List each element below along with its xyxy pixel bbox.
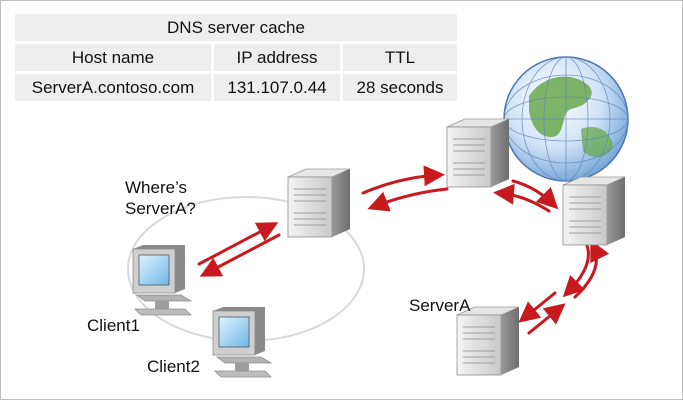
cache-table-title: DNS server cache	[15, 14, 457, 41]
client2-label: Client2	[147, 357, 200, 376]
cell-ip-address: 131.107.0.44	[211, 74, 340, 101]
internet-globe-icon	[503, 56, 629, 182]
servera-label: ServerA	[409, 296, 471, 315]
header-ttl: TTL	[340, 44, 457, 71]
arrow-root-to-forwarder	[493, 183, 551, 213]
arrow-dns-to-client	[199, 233, 281, 277]
arrow-dns-to-forwarder	[361, 165, 445, 195]
header-ip-address: IP address	[211, 44, 340, 71]
internet-server-icon	[562, 176, 626, 246]
servera-server-icon	[456, 306, 520, 376]
client1-computer-icon	[132, 245, 193, 316]
dns-server-icon	[287, 168, 351, 238]
arrow-forwarder-to-root	[511, 179, 559, 210]
cell-host-name: ServerA.contoso.com	[15, 74, 211, 101]
arrow-from-servera	[527, 303, 566, 335]
arrow-servera-to-root	[573, 239, 610, 299]
dns-cache-table: DNS server cache Host name IP address TT…	[15, 11, 457, 104]
query-label-line1: Where’s	[125, 178, 188, 197]
arrow-to-servera	[518, 291, 557, 323]
arrow-forwarder-to-dns	[367, 187, 449, 212]
header-host-name: Host name	[15, 44, 211, 71]
forwarder-server-icon	[446, 118, 510, 188]
client2-computer-icon	[212, 307, 273, 378]
arrow-client-to-dns	[197, 222, 279, 266]
query-label-line2: ServerA?	[125, 199, 196, 218]
cell-ttl: 28 seconds	[340, 74, 457, 101]
client1-label: Client1	[87, 316, 140, 335]
